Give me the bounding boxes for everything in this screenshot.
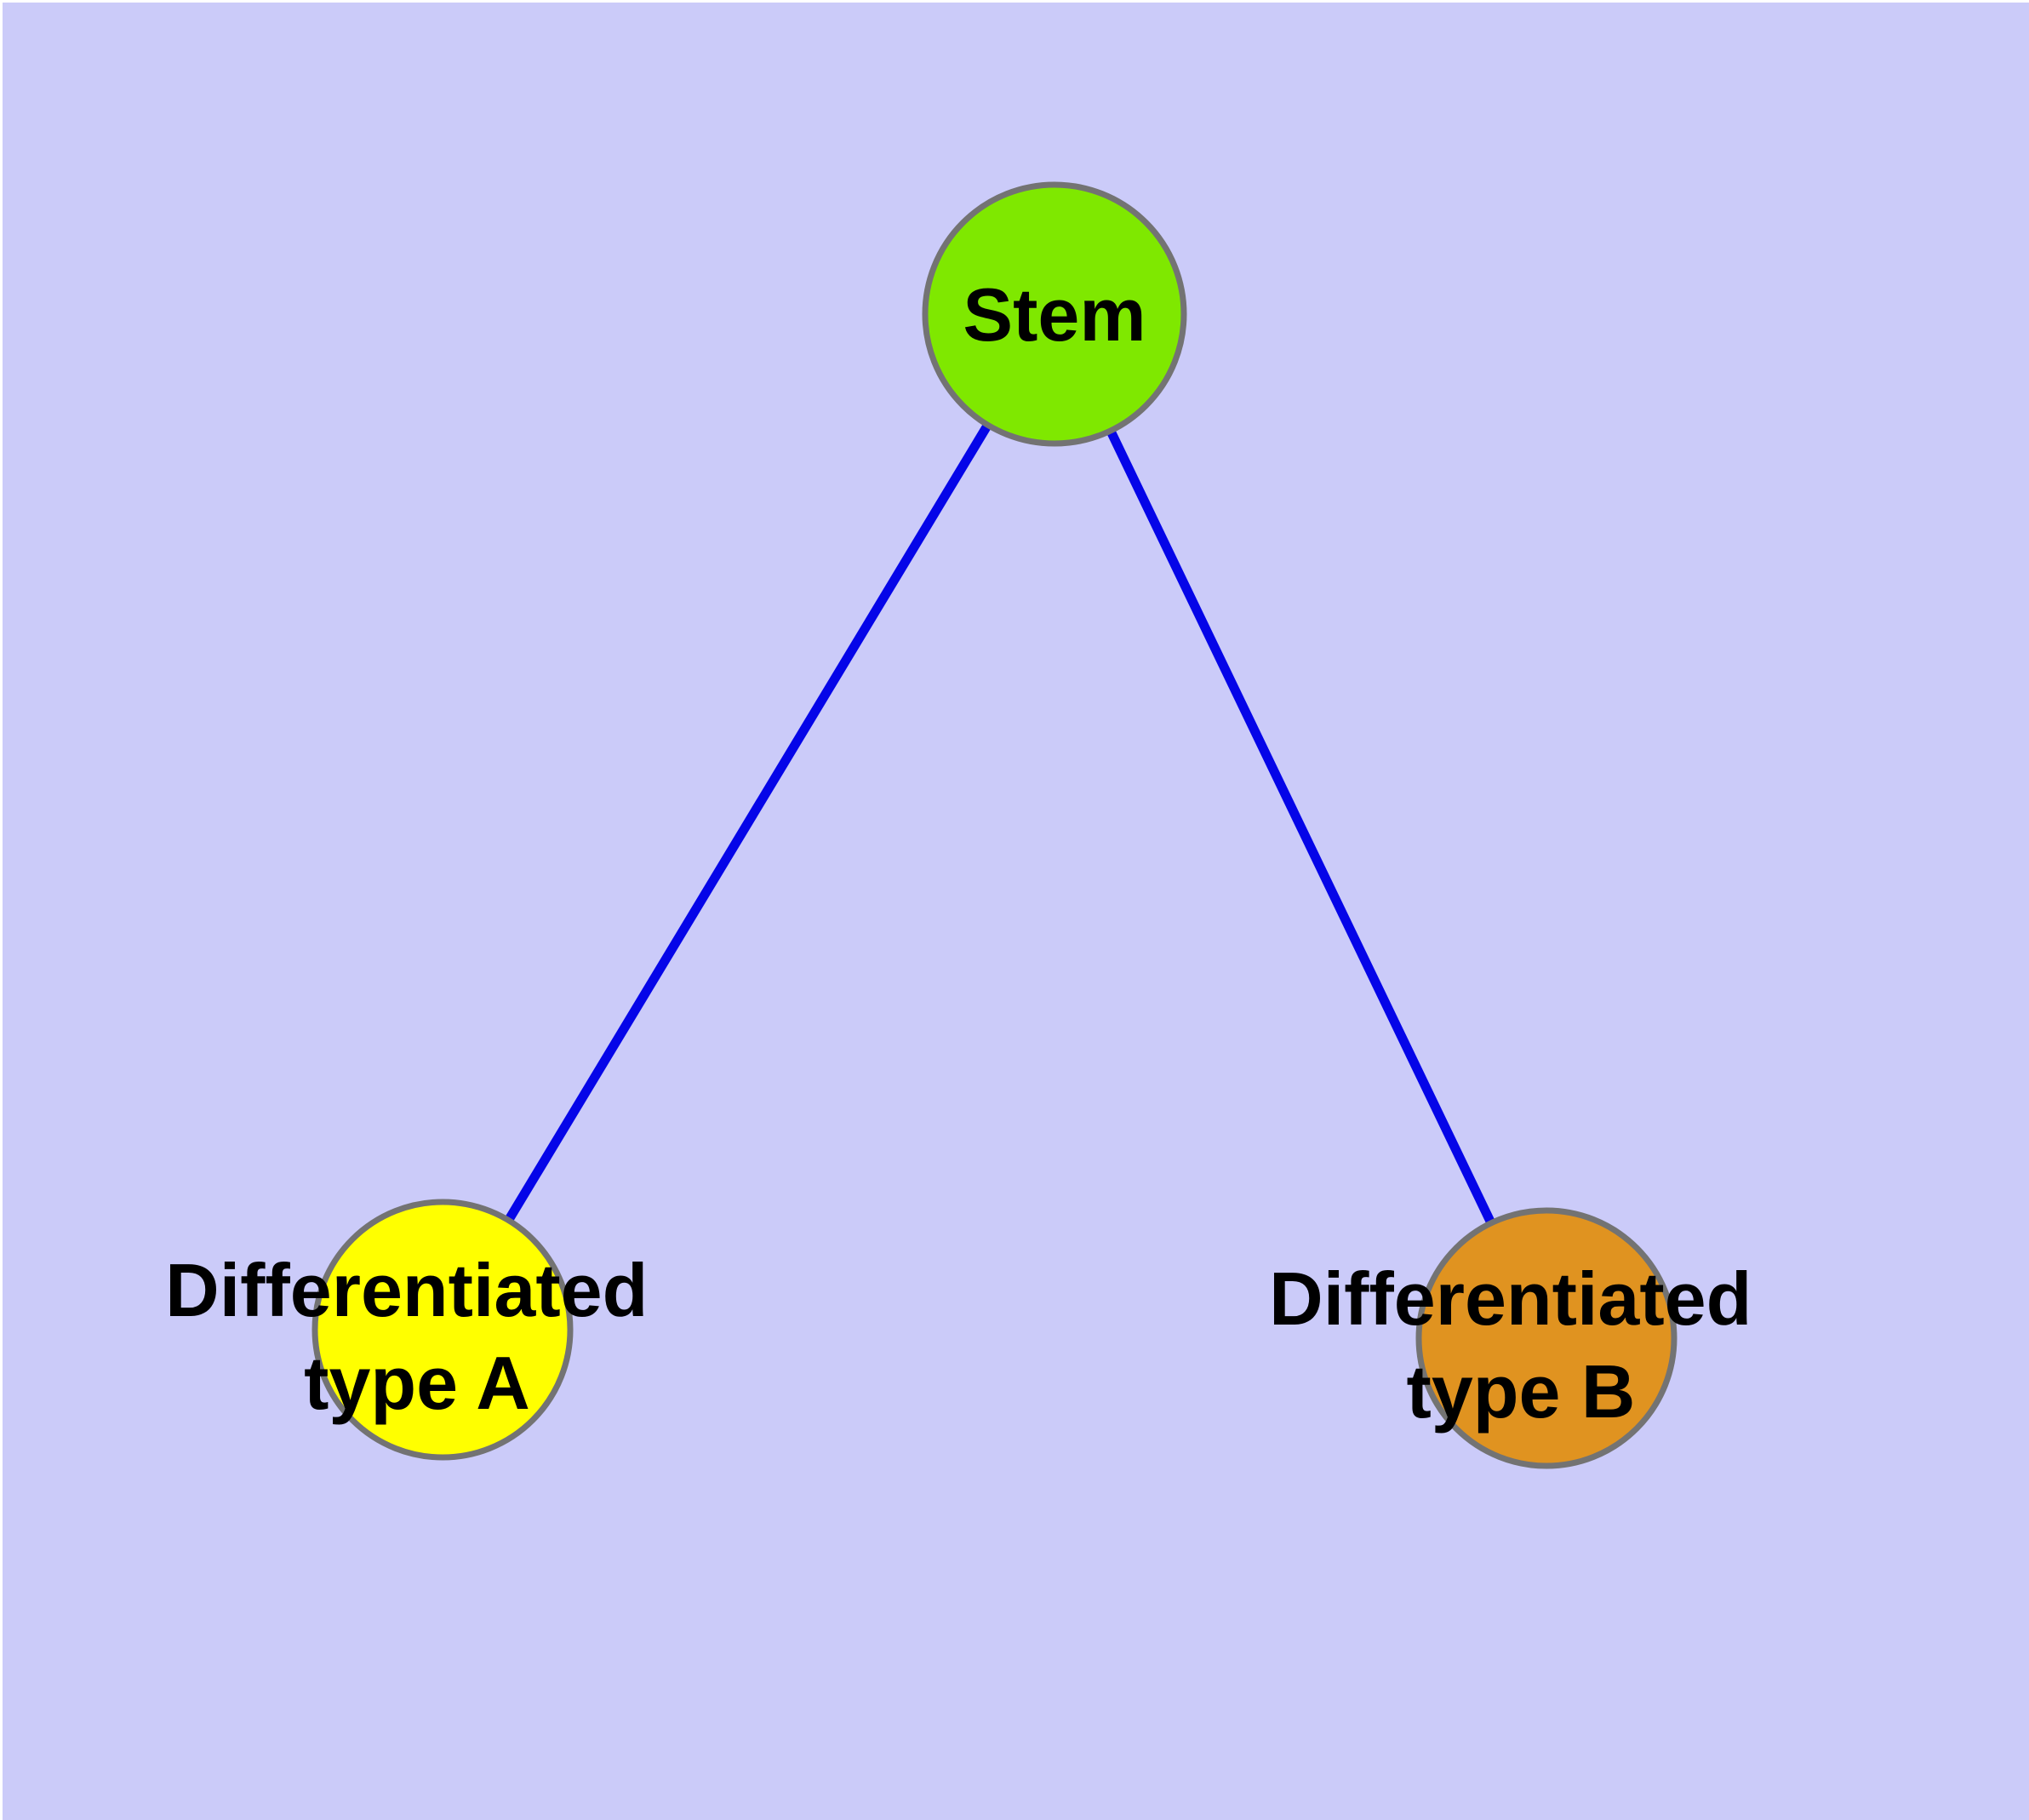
stem-node — [922, 181, 1187, 447]
diff-a-label-line2: type A — [304, 1341, 530, 1425]
edge-stem-to-type-b — [1050, 312, 1551, 1341]
stem-node-label: Stem — [963, 272, 1146, 357]
diff-b-label-line2: type B — [1407, 1349, 1636, 1434]
edge-stem-to-type-a — [438, 312, 1059, 1332]
diff-a-label-line1: Differentiated — [165, 1248, 648, 1332]
diff-b-label-line1: Differentiated — [1269, 1256, 1752, 1341]
differentiated-type-b-node — [1415, 1207, 1677, 1469]
differentiated-type-a-node — [311, 1199, 574, 1461]
diff-b-node-label: Differentiated type B — [1269, 1256, 1773, 1434]
diff-a-node-label: Differentiated type A — [165, 1248, 669, 1425]
